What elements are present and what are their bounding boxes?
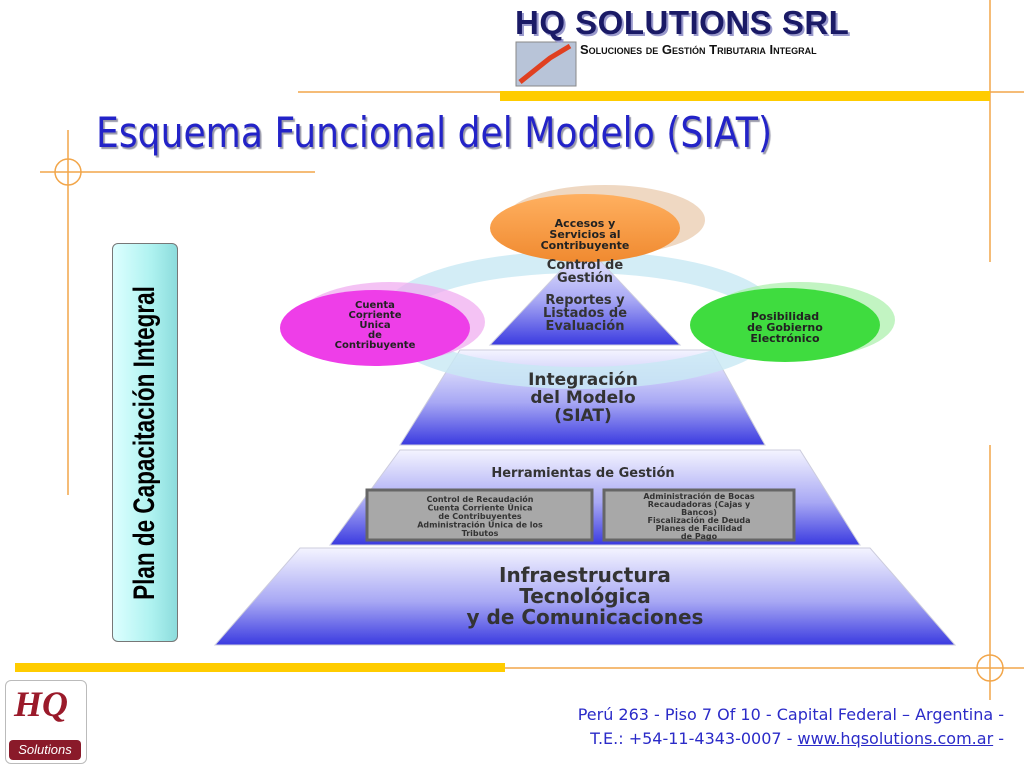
taxpayer-access-label: Contribuyente xyxy=(541,239,630,252)
taxpayer-account-label: Única xyxy=(359,318,390,331)
integration-label: del Modelo xyxy=(530,388,635,408)
infrastructure-label: Tecnológica xyxy=(519,584,651,608)
box-right-line: de Pago xyxy=(681,532,718,541)
box-right-line: Planes de Facilidad xyxy=(656,524,743,533)
taxpayer-account-label: Corriente xyxy=(349,310,402,321)
ellipse-taxpayer-account xyxy=(280,290,470,366)
tier4-infrastructure xyxy=(213,547,957,646)
box-left-line: Control de Recaudación xyxy=(426,494,533,504)
phone: T.E.: +54-11-4343-0007 - xyxy=(590,729,798,748)
control-label: Control de xyxy=(547,258,624,273)
tier1-control xyxy=(488,244,682,346)
e-government-label: de Gobierno xyxy=(747,321,823,334)
logo-subtitle: Solutions xyxy=(9,740,81,760)
box-left-line: de Contribuyentes xyxy=(438,512,522,521)
training-plan-bar: Plan de Capacitación Integral xyxy=(112,243,178,642)
box-left-line: Tributos xyxy=(462,529,499,538)
e-government-label: Electrónico xyxy=(750,332,820,345)
taxpayer-account-label: Cuenta xyxy=(355,300,395,311)
e-government-label: Posibilidad xyxy=(751,310,819,323)
company-tagline: Soluciones de Gestión Tributaria Integra… xyxy=(580,42,817,57)
contact-line: T.E.: +54-11-4343-0007 - www.hqsolutions… xyxy=(590,729,1004,748)
page-title: Esquema Funcional del Modelo (SIAT) xyxy=(96,108,773,157)
company-name: HQ SOLUTIONS SRL xyxy=(515,4,850,41)
box-collection-points xyxy=(602,488,796,542)
box-right-line: Recaudadoras (Cajas y xyxy=(648,500,751,509)
box-right-line: Fiscalización de Deuda xyxy=(648,515,751,525)
control-label: Listados de xyxy=(543,306,627,321)
integration-label: (SIAT) xyxy=(554,406,612,426)
integration-label: Integración xyxy=(528,370,638,390)
taxpayer-account-label: Contribuyente xyxy=(335,340,416,351)
website-link[interactable]: www.hqsolutions.com.ar xyxy=(797,729,994,748)
box-collection-control xyxy=(365,488,594,542)
box-left-line: Administración Única de los xyxy=(417,519,543,530)
address-line: Perú 263 - Piso 7 Of 10 - Capital Federa… xyxy=(577,705,1004,724)
control-label: Evaluación xyxy=(546,319,625,334)
taxpayer-account-label: de xyxy=(368,330,382,341)
ellipse-e-government xyxy=(690,288,880,362)
box-left-line: Cuenta Corriente Única xyxy=(428,502,533,513)
ellipse-taxpayer-access xyxy=(490,194,680,262)
taxpayer-access-label: Accesos y xyxy=(555,217,616,230)
tools-title: Herramientas de Gestión xyxy=(491,466,674,481)
control-label: Gestión xyxy=(557,271,613,286)
control-label: Reportes y xyxy=(545,293,625,308)
suffix: - xyxy=(993,729,1004,748)
infrastructure-label: y de Comunicaciones xyxy=(467,605,704,629)
infrastructure-label: Infraestructura xyxy=(499,563,671,587)
box-right-line: Bancos) xyxy=(681,508,717,517)
box-right-line: Administración de Bocas xyxy=(643,491,754,501)
taxpayer-access-label: Servicios al xyxy=(549,228,620,241)
